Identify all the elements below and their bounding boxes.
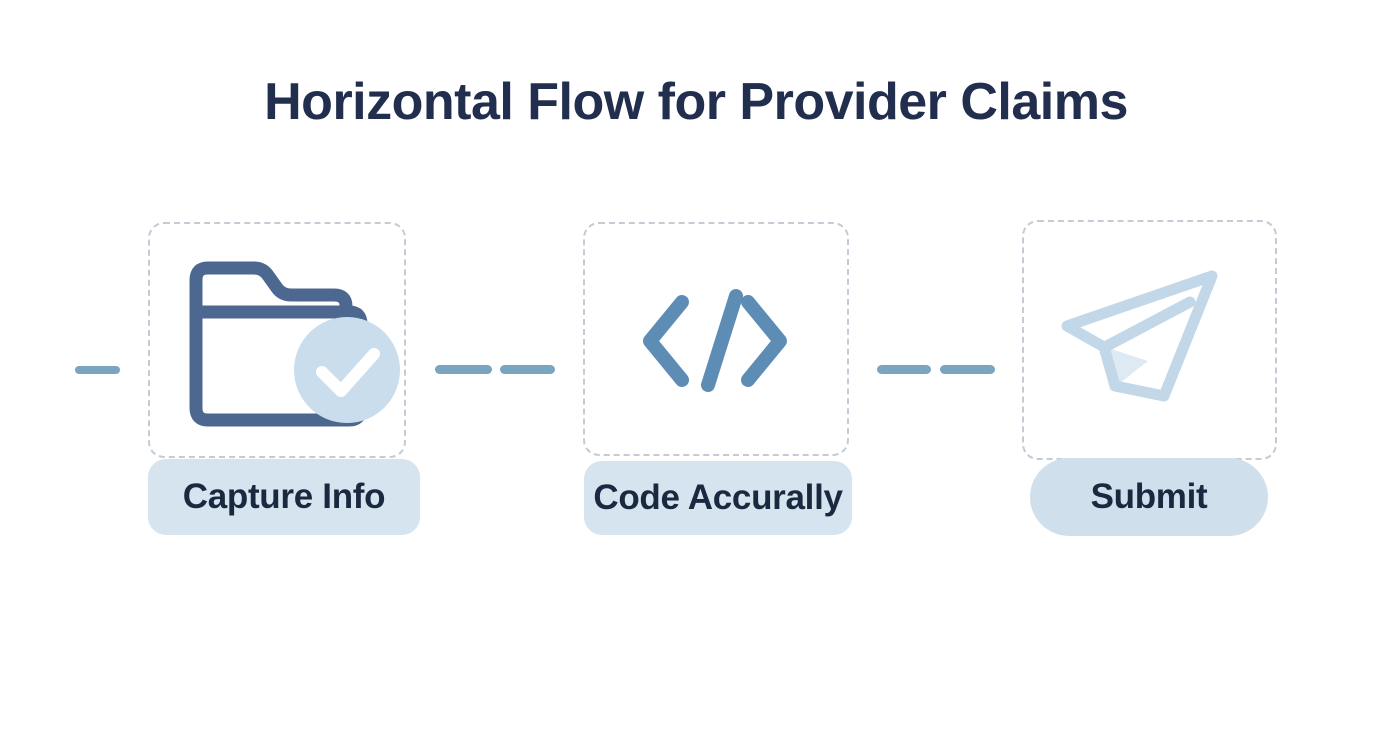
connector-dash bbox=[500, 365, 555, 374]
step-box-code-accurally bbox=[583, 222, 849, 456]
step-label-text: Submit bbox=[1090, 477, 1208, 516]
page-title: Horizontal Flow for Provider Claims bbox=[264, 73, 1128, 131]
step-label-text: Capture Info bbox=[182, 477, 386, 516]
step-label-submit: Submit bbox=[1030, 458, 1268, 536]
connector-dash bbox=[75, 366, 120, 374]
connector-dash bbox=[435, 365, 492, 374]
code-icon bbox=[643, 289, 787, 392]
connector-dash bbox=[877, 365, 931, 374]
step-box-capture-info bbox=[148, 222, 406, 458]
step-label-code-accurally: Code Accurally bbox=[584, 461, 852, 535]
folder-check-icon bbox=[189, 261, 400, 427]
step-label-text: Code Accurally bbox=[593, 478, 843, 517]
connector-dash bbox=[940, 365, 995, 374]
paper-plane-icon bbox=[1061, 270, 1218, 402]
step-label-capture-info: Capture Info bbox=[148, 459, 420, 535]
